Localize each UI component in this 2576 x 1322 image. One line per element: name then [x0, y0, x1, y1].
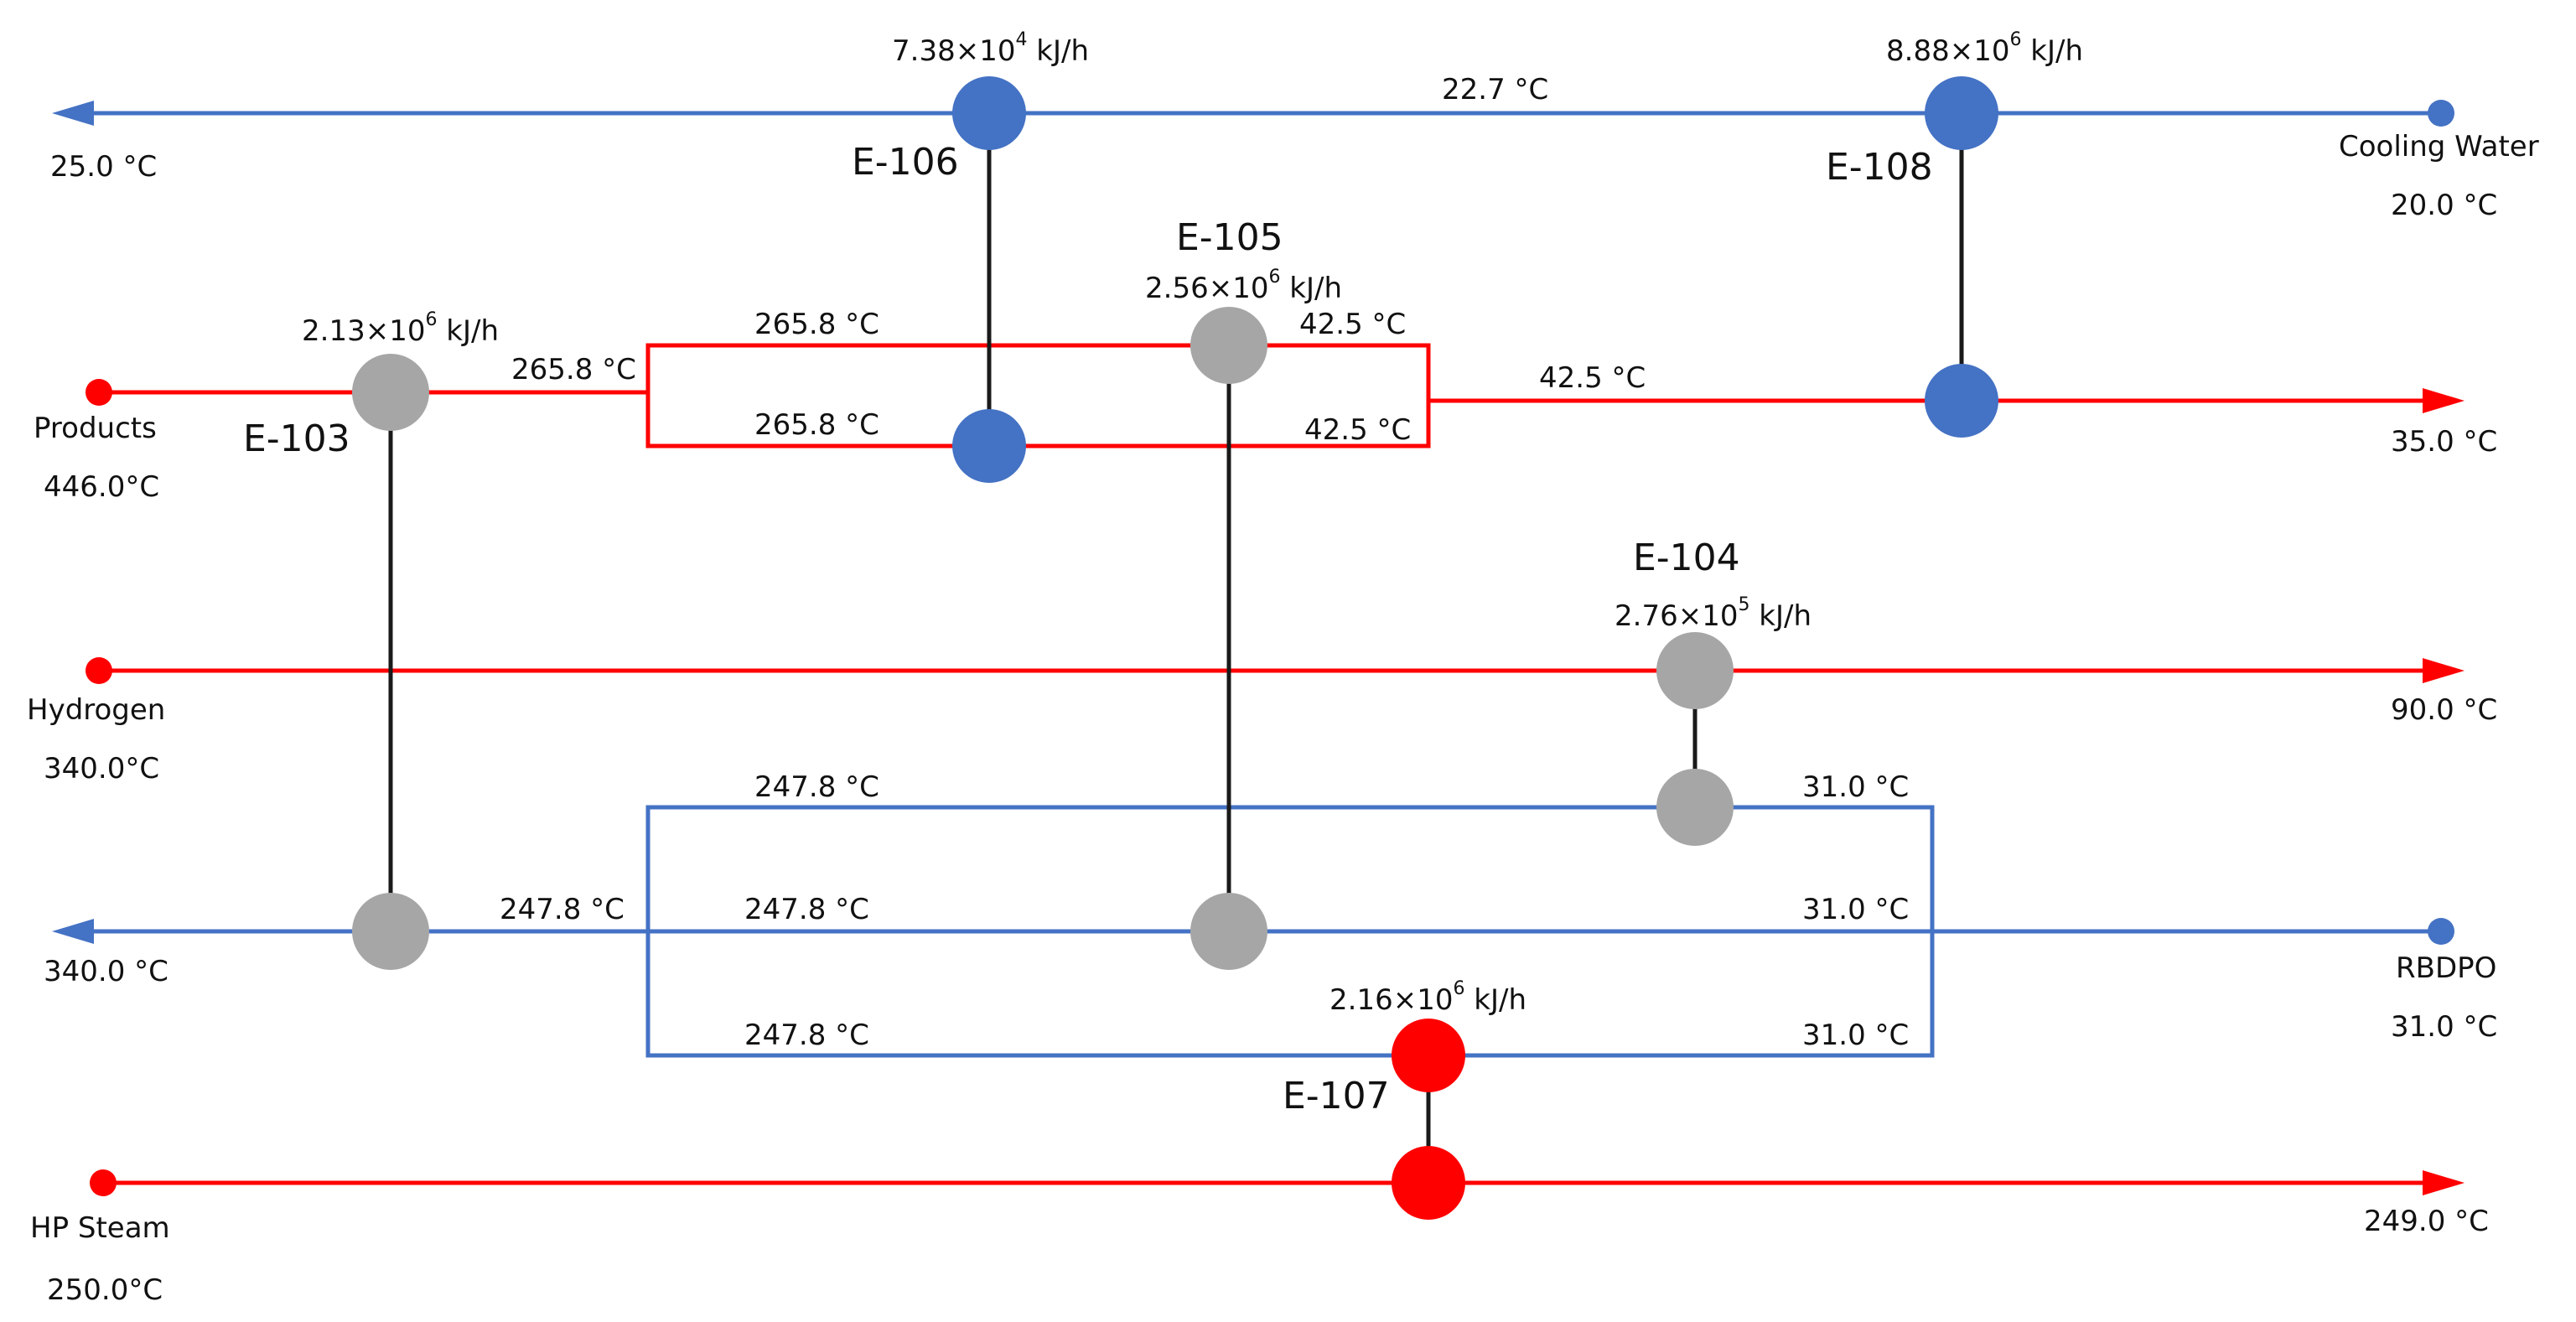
rbdpo-top-right-temp: 31.0 °C: [1802, 770, 1909, 804]
rbdpo-inlet-temp: 31.0 °C: [2391, 1010, 2497, 1044]
cooling-water-arrowhead: [52, 101, 94, 126]
products-name: Products: [34, 412, 157, 445]
rbdpo-name: RBDPO: [2396, 951, 2496, 985]
e104-label: E-104: [1633, 537, 1740, 579]
e106-duty: 7.38×104 kJ/h: [892, 29, 1089, 68]
cooling-water-name: Cooling Water: [2339, 130, 2539, 163]
hp-steam-arrowhead: [2423, 1170, 2465, 1195]
hydrogen-stream: [86, 657, 2465, 684]
hydrogen-name: Hydrogen: [27, 693, 165, 727]
e103-node-rbdpo[interactable]: [352, 893, 429, 970]
e106-label: E-106: [852, 141, 959, 184]
e103-duty: 2.13×106 kJ/h: [302, 309, 499, 348]
rbdpo-top-left-temp: 247.8 °C: [754, 770, 879, 804]
e107-duty: 2.16×106 kJ/h: [1329, 978, 1526, 1017]
products-stream: [86, 343, 2465, 448]
products-branch-bottom-out-temp: 42.5 °C: [1304, 413, 1411, 447]
rbdpo-bottom-left-temp: 247.8 °C: [744, 1019, 869, 1052]
hp-steam-stream: [90, 1169, 2465, 1196]
hp-steam-name: HP Steam: [30, 1211, 170, 1245]
e108-label: E-108: [1826, 146, 1933, 189]
cooling-water-source-dot: [2428, 100, 2454, 127]
products-after-e103-temp: 265.8 °C: [511, 353, 636, 386]
cooling-water-mid-temp: 22.7 °C: [1442, 73, 1548, 106]
rbdpo-merged-temp: 247.8 °C: [500, 893, 625, 926]
products-branch-top-out-temp: 42.5 °C: [1299, 308, 1406, 341]
products-outlet-temp: 35.0 °C: [2391, 425, 2497, 459]
products-branch-bottom-in-temp: 265.8 °C: [754, 408, 879, 442]
hydrogen-arrowhead: [2423, 658, 2465, 683]
e105-duty: 2.56×106 kJ/h: [1145, 267, 1342, 305]
e105-label: E-105: [1176, 216, 1283, 259]
hp-steam-inlet-temp: 250.0°C: [47, 1273, 163, 1307]
cooling-water-stream: [52, 100, 2454, 127]
e108-node-cooling-water[interactable]: [1925, 76, 1998, 150]
e106-node-cooling-water[interactable]: [952, 76, 1026, 150]
e107-label: E-107: [1283, 1075, 1390, 1117]
products-merged-temp: 42.5 °C: [1539, 361, 1646, 395]
exchanger-nodes: [352, 76, 1998, 1220]
cooling-water-inlet-temp: 20.0 °C: [2391, 189, 2497, 222]
products-arrowhead: [2423, 388, 2465, 413]
e107-node-rbdpo[interactable]: [1392, 1019, 1465, 1092]
products-inlet-temp: 446.0°C: [44, 470, 159, 504]
rbdpo-source-dot: [2428, 918, 2454, 945]
rbdpo-outlet-temp: 340.0 °C: [44, 955, 168, 988]
hp-steam-outlet-temp: 249.0 °C: [2364, 1205, 2489, 1238]
e108-duty: 8.88×106 kJ/h: [1886, 29, 2083, 68]
products-split-loop: [645, 343, 1431, 448]
rbdpo-mid-right-temp: 31.0 °C: [1802, 893, 1909, 926]
hydrogen-outlet-temp: 90.0 °C: [2391, 693, 2497, 727]
e104-node-hydrogen[interactable]: [1656, 632, 1734, 709]
e104-node-rbdpo[interactable]: [1656, 769, 1734, 846]
e105-node-products[interactable]: [1190, 307, 1267, 384]
e107-node-hp-steam[interactable]: [1392, 1146, 1465, 1220]
e106-node-products[interactable]: [952, 409, 1026, 483]
e104-duty: 2.76×105 kJ/h: [1615, 594, 1811, 633]
e103-label: E-103: [243, 417, 350, 460]
rbdpo-bottom-right-temp: 31.0 °C: [1802, 1019, 1909, 1052]
hydrogen-inlet-temp: 340.0°C: [44, 752, 159, 785]
cooling-water-outlet-temp: 25.0 °C: [50, 150, 157, 184]
e105-node-rbdpo[interactable]: [1190, 893, 1267, 970]
products-branch-top-in-temp: 265.8 °C: [754, 308, 879, 341]
rbdpo-arrowhead: [52, 919, 94, 944]
rbdpo-mid-left-temp: 247.8 °C: [744, 893, 869, 926]
e108-node-products[interactable]: [1925, 364, 1998, 438]
e103-node-products[interactable]: [352, 354, 429, 431]
